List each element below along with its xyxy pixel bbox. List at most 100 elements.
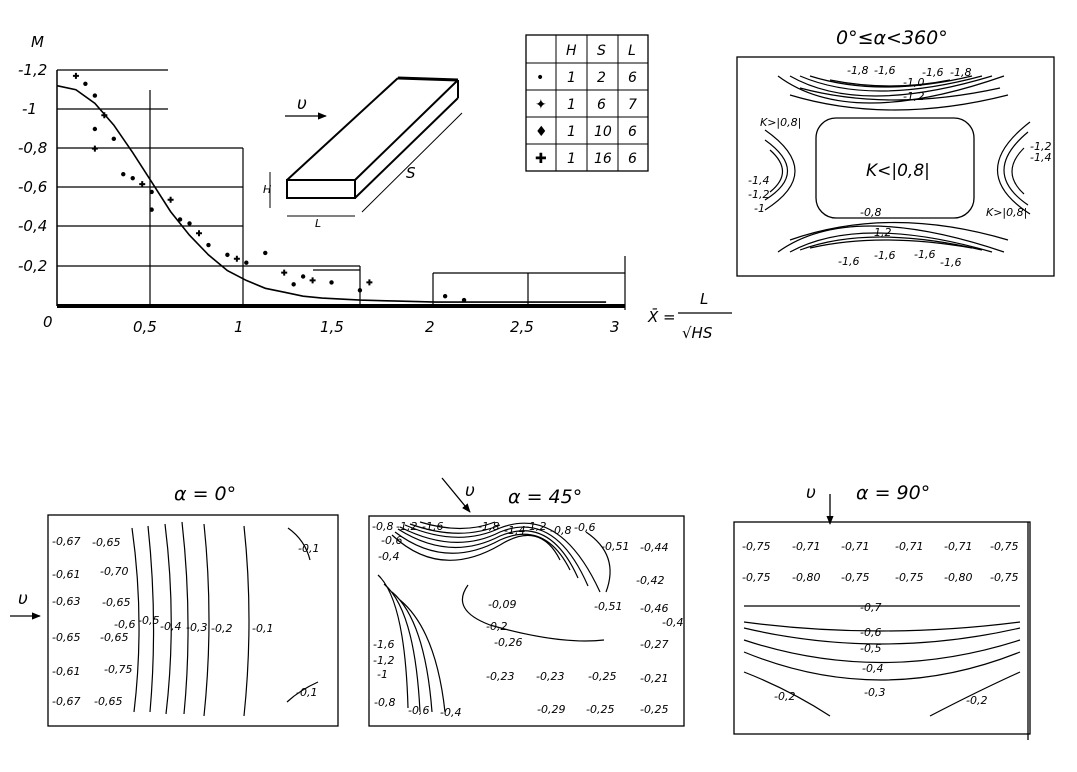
contour-label: -1,6 bbox=[914, 248, 935, 261]
prism-edge bbox=[354, 79, 459, 181]
data-point bbox=[366, 279, 373, 286]
data-point bbox=[291, 282, 296, 287]
x-tick-label: 3 bbox=[610, 318, 620, 336]
pressure-label: -0,44 bbox=[640, 541, 668, 554]
contour-label: -0,8 bbox=[860, 206, 881, 219]
data-point bbox=[149, 207, 154, 212]
table-cell: 1 bbox=[567, 124, 576, 140]
table-marker: ✚ bbox=[535, 151, 547, 167]
table-cell: 6 bbox=[597, 97, 606, 113]
y-tick-label: -0,4 bbox=[18, 217, 47, 235]
panel-title: 0°≤α<360° bbox=[836, 27, 948, 49]
pressure-label: -0,8 bbox=[372, 520, 393, 533]
main-chart: M -1,2 -1 -0,8 -0,6 -0,4 -0,2 0 0,5 1 1,… bbox=[18, 33, 732, 342]
table-header-s: S bbox=[597, 43, 606, 59]
pressure-label: -0,75 bbox=[990, 540, 1018, 553]
x-tick-label: 2,5 bbox=[510, 318, 534, 336]
pressure-label: -0,5 bbox=[860, 642, 881, 655]
pressure-label: -0,42 bbox=[636, 574, 664, 587]
contour-label: -1,6 bbox=[874, 64, 895, 77]
contour-label: K>|0,8| bbox=[760, 116, 801, 129]
pressure-label: -0,6 bbox=[860, 626, 881, 639]
pressure-label: -0,4 bbox=[862, 662, 883, 675]
prism-edge bbox=[286, 77, 399, 181]
pressure-label: -0,1 bbox=[298, 542, 319, 555]
pressure-label: -0,3 bbox=[186, 621, 207, 634]
data-point bbox=[225, 252, 230, 258]
pressure-label: -0,29 bbox=[537, 703, 565, 716]
pressure-label: -0,25 bbox=[586, 703, 614, 716]
x-axis-label-numerator: L bbox=[700, 290, 708, 308]
dim-label-h: H bbox=[263, 183, 271, 196]
pressure-label: -0,80 bbox=[944, 571, 972, 584]
fit-curve bbox=[56, 84, 607, 303]
data-point bbox=[149, 189, 154, 195]
table-marker: ✦ bbox=[535, 97, 547, 113]
pressure-label: -0,26 bbox=[494, 636, 522, 649]
data-point bbox=[130, 175, 135, 181]
pressure-label: -1,6 bbox=[373, 638, 394, 651]
data-point bbox=[263, 250, 268, 256]
table-cell: 1 bbox=[567, 70, 576, 86]
y-axis-label: M bbox=[31, 33, 44, 51]
pressure-label: -0,23 bbox=[536, 670, 564, 683]
contour-label: -1,2 bbox=[903, 90, 924, 103]
panel-title: α = 0° bbox=[174, 483, 236, 505]
contour-lines bbox=[743, 605, 1021, 717]
table-marker: ♦ bbox=[535, 124, 548, 140]
pressure-label: -0,71 bbox=[895, 540, 923, 553]
data-point bbox=[92, 93, 98, 98]
pressure-label: -0,67 bbox=[52, 535, 80, 548]
pressure-label: -0,5 bbox=[138, 614, 159, 627]
table-cell: 6 bbox=[628, 151, 637, 167]
contour-label: -1,4 bbox=[748, 174, 769, 187]
data-point bbox=[101, 112, 108, 119]
contour-label: K>|0,8| bbox=[986, 206, 1027, 219]
pressure-label: -0,27 bbox=[640, 638, 668, 651]
y-tick-label: -0,6 bbox=[18, 178, 47, 196]
pressure-label: -0,23 bbox=[486, 670, 514, 683]
pressure-label: -0,65 bbox=[102, 596, 130, 609]
data-point bbox=[177, 217, 183, 222]
pressure-label: -1,6 bbox=[422, 520, 443, 533]
table-header-h: H bbox=[566, 43, 577, 59]
pressure-label: -0,25 bbox=[640, 703, 668, 716]
pressure-label: -0,70 bbox=[100, 565, 128, 578]
table-marker: • bbox=[536, 70, 544, 86]
flow-symbol: υ bbox=[297, 94, 307, 114]
y-tick-label: -0,8 bbox=[18, 139, 47, 157]
x-axis-label: X̄ = bbox=[647, 307, 676, 326]
panel-all-angles: 0°≤α<360° -1,8 -1,6 -1,6 -1,8 -1,0 -1,2 … bbox=[736, 27, 1055, 277]
contour-label: -1 bbox=[754, 202, 765, 215]
prism-edge bbox=[397, 76, 459, 82]
pressure-label: -0,61 bbox=[52, 568, 80, 581]
pressure-label: -1,2 bbox=[373, 654, 394, 667]
contour-label: -1,6 bbox=[940, 256, 961, 269]
panel-frame bbox=[733, 521, 1031, 735]
pressure-label: -0,65 bbox=[94, 695, 122, 708]
contour-label: -1,6 bbox=[874, 249, 895, 262]
data-point bbox=[121, 172, 126, 177]
panel-labels: -1,8 -1,6 -1,6 -1,8 -1,0 -1,2 K>|0,8| K<… bbox=[748, 64, 1051, 269]
panel-title: α = 45° bbox=[508, 486, 582, 508]
pressure-label: -0,6 bbox=[408, 704, 429, 717]
pressure-label: -1,2 bbox=[396, 520, 417, 533]
pressure-label: -1,4 bbox=[504, 524, 525, 537]
contour-label: -1,8 bbox=[950, 66, 971, 79]
legend-table: H S L • 1 2 6 ✦ 1 6 7 ♦ 1 10 6 ✚ 1 16 6 bbox=[525, 34, 649, 172]
pressure-label: -0,8 bbox=[374, 696, 395, 709]
pressure-label: -0,6 bbox=[574, 521, 595, 534]
pressure-label: -0,2 bbox=[211, 622, 232, 635]
panel-frame bbox=[736, 56, 1055, 277]
data-point bbox=[442, 293, 448, 299]
data-point bbox=[281, 269, 288, 276]
contour-label: -1,4 bbox=[1030, 151, 1051, 164]
table-cell: 10 bbox=[594, 124, 612, 140]
pressure-label: -1,2 bbox=[525, 520, 546, 533]
contour-label: -1,0 bbox=[903, 76, 924, 89]
contour-lines bbox=[131, 521, 319, 717]
pressure-label: -0,21 bbox=[640, 672, 668, 685]
table-cell: 1 bbox=[567, 97, 576, 113]
pressure-label: -0,1 bbox=[296, 686, 317, 699]
data-point bbox=[329, 280, 334, 285]
